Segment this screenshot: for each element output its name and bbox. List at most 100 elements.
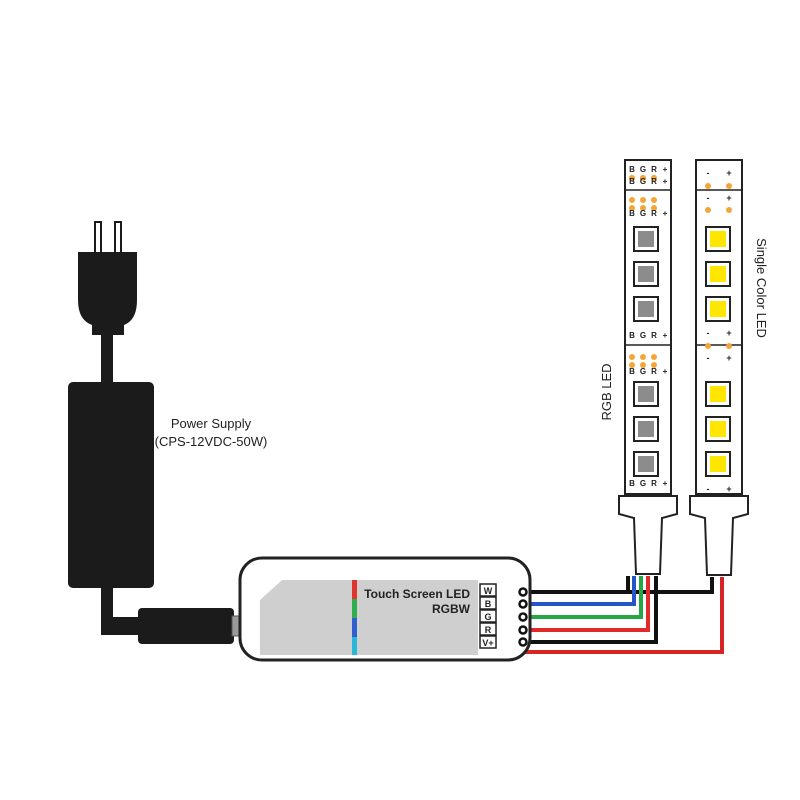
single-pad-label: +: [726, 484, 731, 494]
rgb-led-chip-die: [638, 386, 654, 402]
solder-pad: [726, 343, 732, 349]
power-supply-model: (CPS-12VDC-50W): [155, 434, 268, 449]
single-pad-label: +: [726, 353, 731, 363]
single-pad-label: +: [726, 193, 731, 203]
wire-r: [522, 576, 650, 632]
solder-pad: [629, 197, 635, 203]
ac-cable: [101, 334, 113, 386]
power-adapter: Power Supply (CPS-12VDC-50W): [68, 221, 268, 644]
solder-pad: [705, 207, 711, 213]
rgb-led-chip-die: [638, 301, 654, 317]
rgb-led-label: RGB LED: [599, 363, 614, 420]
rgb-pad-label: G: [640, 331, 646, 340]
wire-vplus-rgb: [522, 576, 658, 644]
rgb-led-chip-die: [638, 231, 654, 247]
single-led-chip-die: [710, 301, 726, 317]
rgb-led-chip-die: [638, 456, 654, 472]
controller-accent-red: [352, 580, 357, 599]
single-pad-label: -: [707, 353, 710, 363]
solder-pad: [651, 175, 657, 181]
rgb-led-chip-die: [638, 421, 654, 437]
terminal-b: B: [485, 599, 492, 609]
rgb-pad-label: R: [651, 165, 657, 174]
single-pad-label: +: [726, 168, 731, 178]
rgb-pad-label: R: [651, 367, 657, 376]
single-color-led-label: Single Color LED: [754, 238, 769, 338]
solder-pad: [705, 183, 711, 189]
single-strip-segments: - + - + - + - + - +: [705, 168, 732, 494]
single-led-chip-die: [710, 266, 726, 282]
solder-pad: [651, 362, 657, 368]
single-pad-label: -: [707, 168, 710, 178]
barrel-plug: [138, 608, 234, 644]
terminal-w: W: [484, 586, 493, 596]
solder-pad: [726, 207, 732, 213]
adapter-body: [68, 382, 154, 588]
single-pad-label: -: [707, 193, 710, 203]
controller-title: Touch Screen LED: [364, 587, 470, 601]
terminal-screws: [518, 587, 528, 647]
solder-pad: [726, 183, 732, 189]
rgb-pad-label: G: [640, 367, 646, 376]
single-led-chip-die: [710, 421, 726, 437]
rgb-pad-label: B: [629, 165, 635, 174]
rgb-pad-label: +: [663, 479, 668, 488]
controller-accent-cyan: [352, 637, 357, 655]
controller: Touch Screen LED RGBW W B G R V+: [238, 556, 532, 662]
wire-vplus-single: [522, 577, 724, 654]
rgb-connector: [618, 495, 678, 575]
solder-pad: [651, 354, 657, 360]
dc-cable: [101, 586, 142, 635]
single-pad-label: +: [726, 328, 731, 338]
single-pad-label: -: [707, 328, 710, 338]
rgb-pad-label: +: [663, 331, 668, 340]
controller-accent-green: [352, 599, 357, 618]
solder-pad: [629, 205, 635, 211]
rgb-led-chip-die: [638, 266, 654, 282]
single-led-chip-die: [710, 386, 726, 402]
controller-face: [260, 580, 478, 655]
wire-w: [522, 576, 630, 594]
rgb-pad-label: B: [629, 177, 635, 186]
single-strip-body: [695, 159, 743, 495]
single-connector: [689, 495, 749, 576]
rgb-pad-label: +: [663, 165, 668, 174]
rgb-pad-label: G: [640, 177, 646, 186]
solder-pad: [651, 197, 657, 203]
rgb-pad-label: B: [629, 479, 635, 488]
controller-subtitle: RGBW: [432, 602, 471, 616]
rgb-pad-label: G: [640, 165, 646, 174]
solder-pad: [640, 362, 646, 368]
single-color-led-strip: - + - + - + - + - + Single Color LED: [689, 159, 769, 576]
solder-pad: [651, 205, 657, 211]
rgb-pad-label: G: [640, 479, 646, 488]
rgb-pad-label: R: [651, 479, 657, 488]
rgb-pad-label: +: [663, 177, 668, 186]
rgb-pad-label: +: [663, 209, 668, 218]
wires: [522, 576, 724, 654]
solder-pad: [705, 343, 711, 349]
rgb-pad-label: R: [651, 177, 657, 186]
rgb-pad-label: +: [663, 367, 668, 376]
solder-pad: [640, 197, 646, 203]
wire-b: [522, 576, 636, 606]
solder-pad: [640, 175, 646, 181]
solder-pad: [629, 354, 635, 360]
terminal-vplus: V+: [482, 638, 493, 648]
plug-head: [78, 252, 137, 335]
solder-pad: [629, 362, 635, 368]
solder-pad: [640, 205, 646, 211]
terminal-block: W B G R V+: [479, 583, 497, 649]
rgb-pad-label: R: [651, 209, 657, 218]
controller-accent-blue: [352, 618, 357, 637]
rgb-pad-label: R: [651, 331, 657, 340]
power-supply-label: Power Supply: [171, 416, 252, 431]
terminal-g: G: [484, 612, 491, 622]
single-led-chip-die: [710, 456, 726, 472]
rgb-pad-label: B: [629, 331, 635, 340]
single-pad-label: -: [707, 484, 710, 494]
terminal-r: R: [485, 625, 492, 635]
